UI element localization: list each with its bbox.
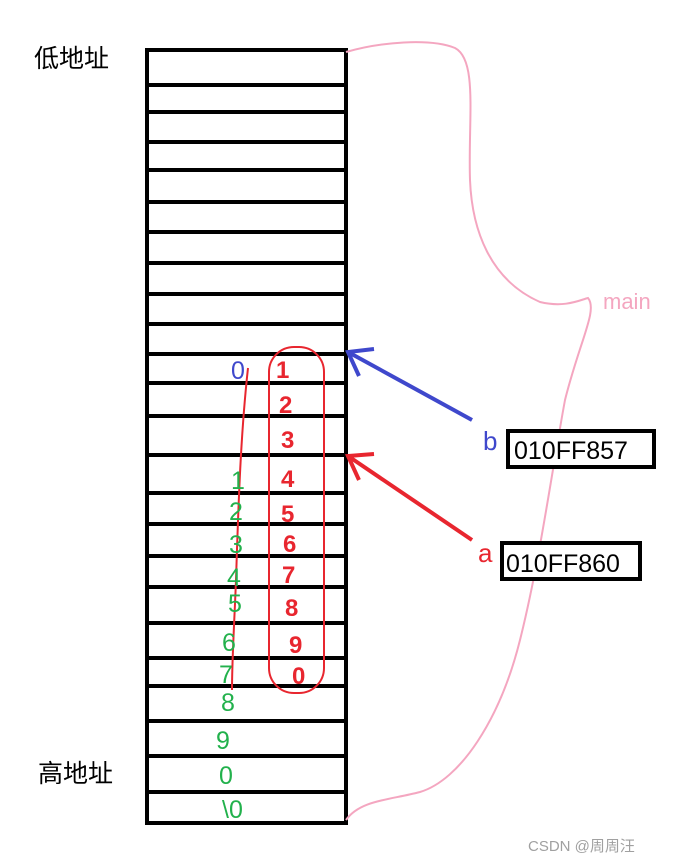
blue-digit: 0 [231, 357, 245, 385]
array-b-digit: 0 [219, 762, 233, 790]
pointer-b-arrow [345, 347, 473, 422]
pointer-b-label: b [483, 426, 497, 456]
main-frame-bracket [345, 41, 592, 821]
address-a-value: 010FF860 [506, 550, 620, 578]
array-b-digit: 8 [221, 689, 235, 717]
array-a-digit: 1 [276, 357, 289, 384]
address-b-box [506, 429, 656, 469]
pointer-a-label: a [478, 538, 493, 568]
array-b-digit: 7 [219, 661, 233, 689]
main-frame-label: main [603, 289, 651, 314]
array-a-digit: 3 [281, 427, 294, 454]
memory-column [145, 48, 348, 825]
array-b-digit: 6 [222, 629, 236, 657]
array-b-digit: 1 [231, 467, 245, 495]
array-b-digit: 9 [216, 727, 230, 755]
array-a-digit: 9 [289, 632, 302, 659]
array-b-digits: 1 2 3 45 6 78 9 0 \0 [216, 467, 245, 824]
address-b-value: 010FF857 [514, 437, 628, 465]
array-b-digit: 5 [228, 590, 242, 618]
address-a-box [500, 541, 642, 581]
watermark: CSDN @周周汪 [528, 838, 635, 855]
array-a-digits: 1 2 3 4 5 6 7 8 9 0 [276, 357, 305, 690]
array-a-digit: 0 [292, 663, 305, 690]
array-b-digit: 4 [227, 564, 241, 592]
copy-path-line [231, 367, 249, 691]
array-b-digit: 2 [229, 498, 243, 526]
array-b-digit: \0 [222, 796, 243, 824]
array-a-digit: 4 [281, 466, 295, 493]
array-a-digit: 7 [282, 562, 295, 589]
array-a-digit: 6 [283, 531, 296, 558]
memory-cell-dividers [147, 83, 346, 794]
memory-column-border [145, 48, 348, 825]
array-a-digit: 2 [279, 392, 292, 419]
pointer-a-arrow [344, 452, 474, 542]
array-a-digit: 8 [285, 595, 298, 622]
array-b-digit: 3 [229, 531, 243, 559]
high-address-label: 高地址 [38, 759, 113, 788]
low-address-label: 低地址 [34, 44, 109, 73]
array-a-digit: 5 [281, 501, 294, 528]
array-a-outline [268, 346, 325, 694]
